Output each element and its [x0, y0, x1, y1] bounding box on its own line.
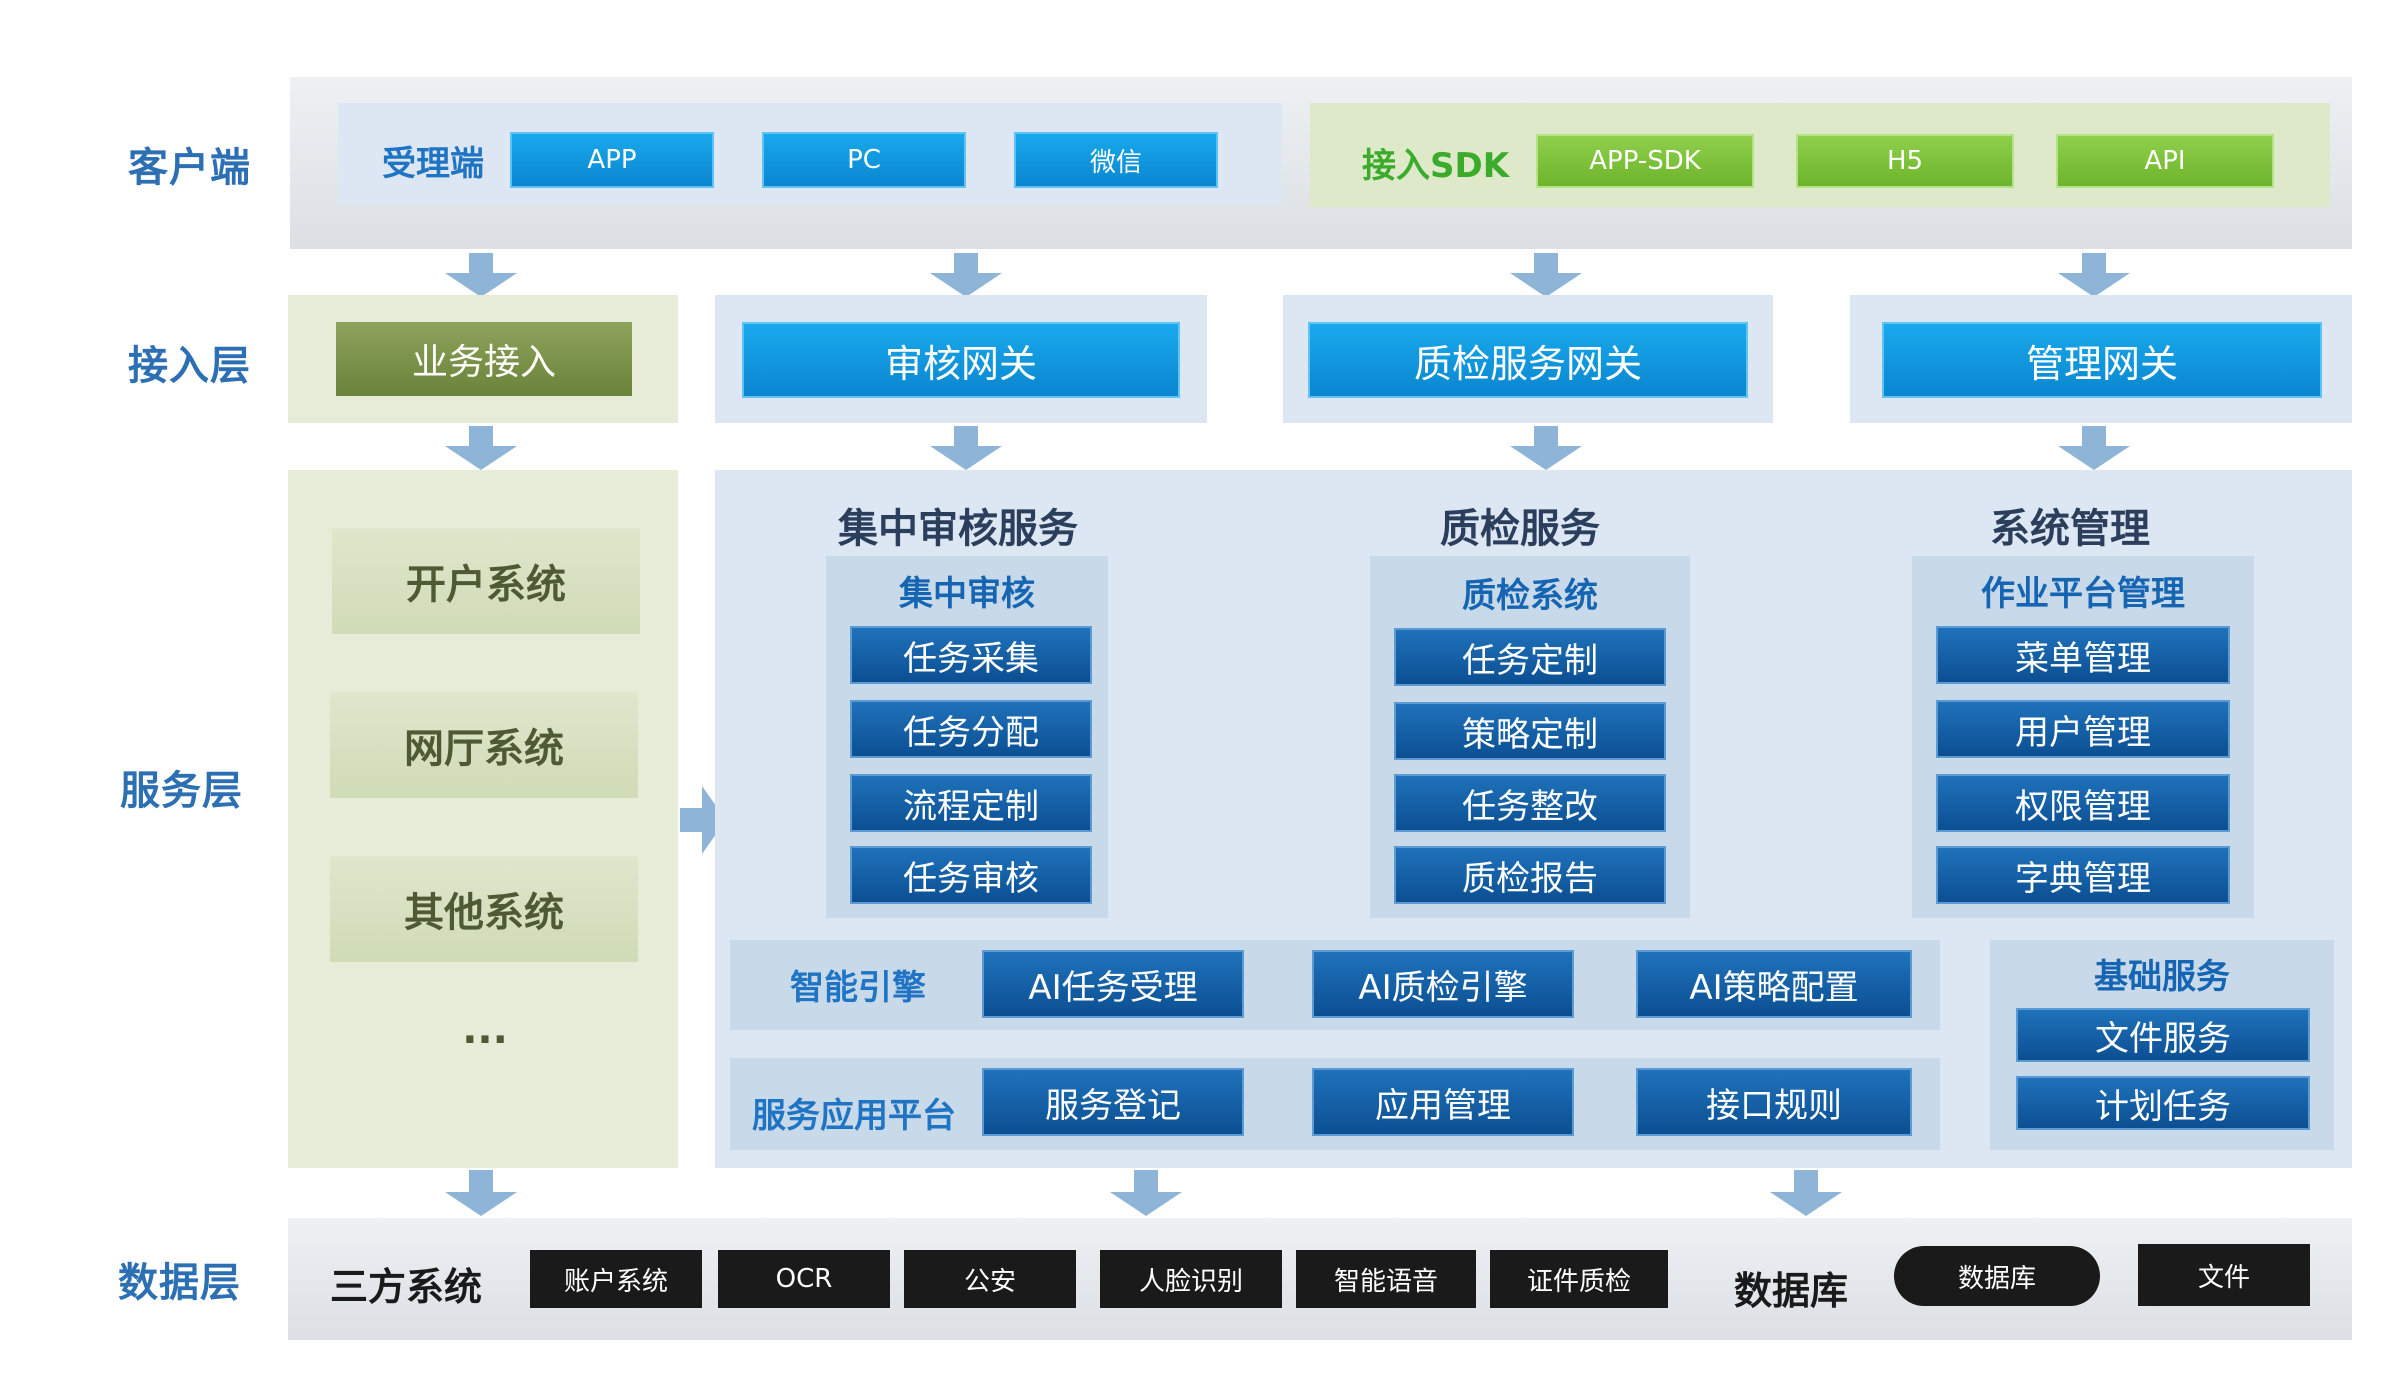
central-audit-title: 集中审核服务	[838, 506, 1078, 552]
quality-task-custom-button[interactable]: 任务定制	[1394, 628, 1666, 686]
third-party-label: 三方系统	[330, 1265, 483, 1309]
central-audit-subtitle: 集中审核	[899, 573, 1035, 614]
mgmt-gateway-button[interactable]: 管理网关	[1882, 322, 2322, 398]
sdk-app-button[interactable]: APP-SDK	[1536, 134, 1754, 188]
sdk-h5-button[interactable]: H5	[1796, 134, 2014, 188]
quality-title: 质检服务	[1440, 506, 1600, 552]
reception-title: 受理端	[382, 144, 484, 184]
quality-strategy-custom-button[interactable]: 策略定制	[1394, 702, 1666, 760]
database-file-item[interactable]: 文件	[2138, 1244, 2310, 1306]
quality-gateway-button[interactable]: 质检服务网关	[1308, 322, 1748, 398]
third-party-account-system[interactable]: 账户系统	[530, 1250, 702, 1308]
business-access-button[interactable]: 业务接入	[336, 322, 632, 396]
ai-task-accept-button[interactable]: AI任务受理	[982, 950, 1244, 1018]
interface-rules-button[interactable]: 接口规则	[1636, 1068, 1912, 1136]
ai-quality-engine-button[interactable]: AI质检引擎	[1312, 950, 1574, 1018]
third-party-smart-voice[interactable]: 智能语音	[1296, 1250, 1476, 1308]
audit-flow-custom-button[interactable]: 流程定制	[850, 774, 1092, 832]
system-others[interactable]: 其他系统	[330, 856, 638, 962]
mgmt-menu-button[interactable]: 菜单管理	[1936, 626, 2230, 684]
quality-task-rectify-button[interactable]: 任务整改	[1394, 774, 1666, 832]
mgmt-dictionary-button[interactable]: 字典管理	[1936, 846, 2230, 904]
sdk-title: 接入SDK	[1362, 146, 1510, 186]
sdk-api-button[interactable]: API	[2056, 134, 2274, 188]
audit-gateway-button[interactable]: 审核网关	[742, 322, 1180, 398]
row-label-service: 服务层	[120, 768, 243, 814]
row-label-access: 接入层	[128, 343, 251, 389]
ai-strategy-config-button[interactable]: AI策略配置	[1636, 950, 1912, 1018]
database-db-item[interactable]: 数据库	[1894, 1246, 2100, 1306]
app-management-button[interactable]: 应用管理	[1312, 1068, 1574, 1136]
service-register-button[interactable]: 服务登记	[982, 1068, 1244, 1136]
scheduled-task-button[interactable]: 计划任务	[2016, 1076, 2310, 1130]
system-more: ...	[462, 1007, 508, 1053]
audit-task-assign-button[interactable]: 任务分配	[850, 700, 1092, 758]
third-party-police[interactable]: 公安	[904, 1250, 1076, 1308]
client-app-button[interactable]: APP	[510, 132, 714, 188]
client-wechat-button[interactable]: 微信	[1014, 132, 1218, 188]
system-account-opening[interactable]: 开户系统	[332, 528, 640, 634]
database-label: 数据库	[1734, 1269, 1849, 1313]
audit-task-collect-button[interactable]: 任务采集	[850, 626, 1092, 684]
client-pc-button[interactable]: PC	[762, 132, 966, 188]
quality-report-button[interactable]: 质检报告	[1394, 846, 1666, 904]
basic-service-title: 基础服务	[2094, 956, 2230, 997]
system-online-hall[interactable]: 网厅系统	[330, 692, 638, 798]
audit-task-review-button[interactable]: 任务审核	[850, 846, 1092, 904]
row-label-client: 客户端	[128, 145, 251, 191]
ai-engine-label: 智能引擎	[790, 968, 926, 1008]
mgmt-permission-button[interactable]: 权限管理	[1936, 774, 2230, 832]
app-platform-label: 服务应用平台	[752, 1096, 956, 1136]
file-service-button[interactable]: 文件服务	[2016, 1008, 2310, 1062]
mgmt-user-button[interactable]: 用户管理	[1936, 700, 2230, 758]
third-party-face-recognition[interactable]: 人脸识别	[1100, 1250, 1282, 1308]
third-party-ocr[interactable]: OCR	[718, 1250, 890, 1308]
system-mgmt-subtitle: 作业平台管理	[1981, 573, 2185, 614]
third-party-id-quality[interactable]: 证件质检	[1490, 1250, 1668, 1308]
row-label-data: 数据层	[118, 1260, 241, 1306]
quality-subtitle: 质检系统	[1462, 575, 1598, 616]
system-mgmt-title: 系统管理	[1990, 506, 2150, 552]
